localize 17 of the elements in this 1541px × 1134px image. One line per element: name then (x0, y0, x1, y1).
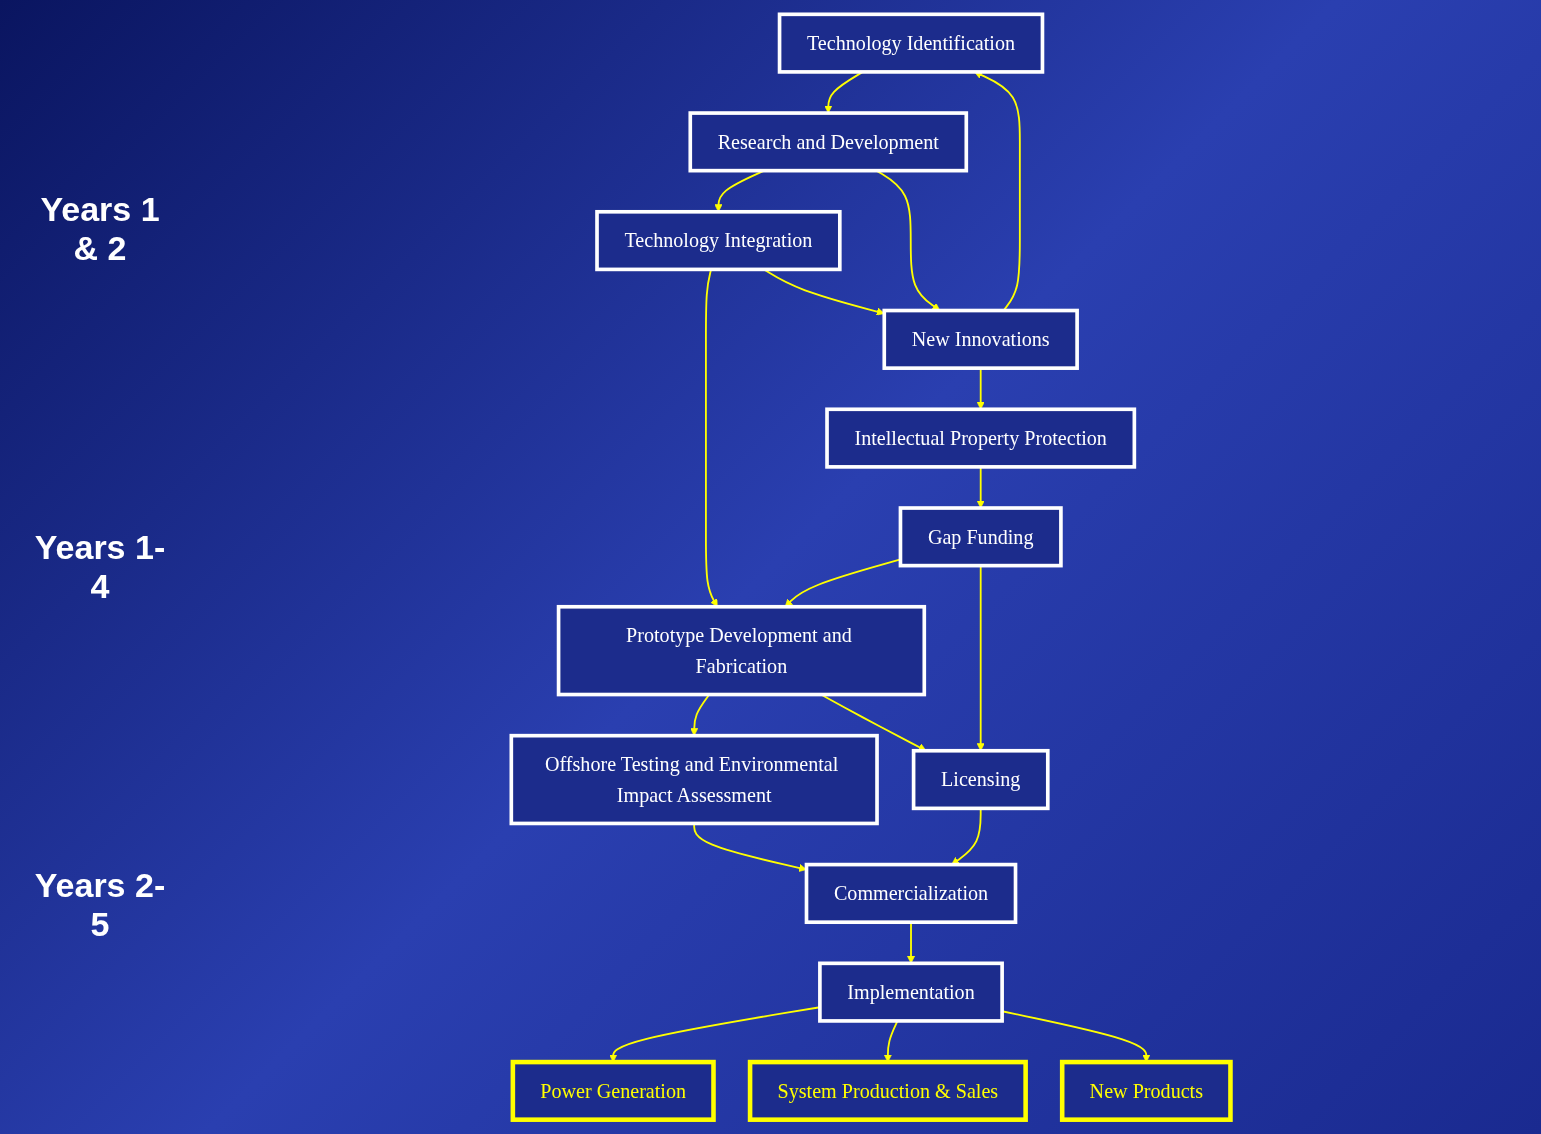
node-box: Commercialization (804, 862, 1017, 925)
node-box: Intellectual Property Protection (824, 407, 1136, 469)
node-box: Gap Funding (898, 506, 1063, 568)
node-box: New Innovations (882, 308, 1079, 370)
node-box: Power Generation (510, 1059, 716, 1122)
node-box: Research and Development (688, 111, 968, 173)
period-label: Years 1 & 2 (39, 190, 161, 268)
node-box: Technology Identification (777, 12, 1044, 74)
node-box: Implementation (817, 961, 1004, 1023)
node-box: Technology Integration (594, 209, 842, 272)
node-box: Licensing (911, 748, 1050, 811)
node-box: Prototype Development and Fabrication (556, 604, 926, 697)
node-box: New Products (1059, 1059, 1233, 1122)
period-label: Years 1- 4 (33, 528, 167, 606)
node-box: Offshore Testing and Environmental Impact Assessment (509, 733, 879, 826)
node-box: System Production & Sales (747, 1059, 1028, 1122)
period-label: Years 2- 5 (33, 866, 167, 944)
